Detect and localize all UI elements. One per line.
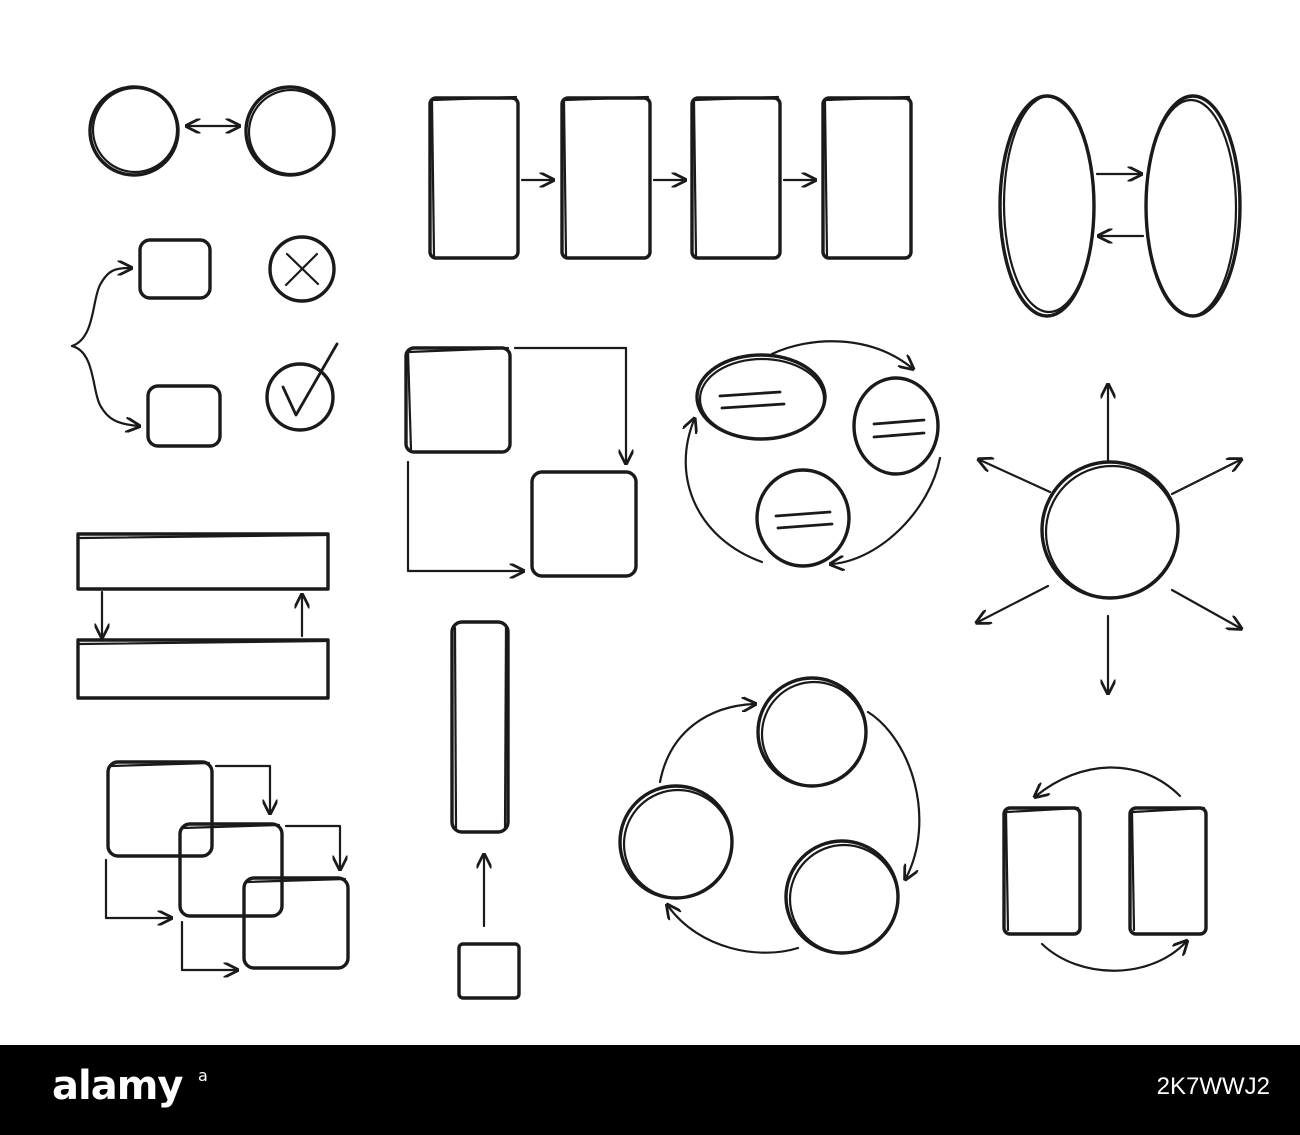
radial-circle-six-arrows: [978, 386, 1240, 692]
cross-mark-icon: [268, 235, 336, 303]
three-circle-cycle: [618, 676, 921, 955]
sketch-diagram-canvas: [70, 85, 1300, 1000]
square-to-square-flow: [404, 346, 638, 576]
watermark-bar: alamy a 2K7WWJ2: [0, 1045, 1300, 1135]
watermark-logo-mark: a: [198, 1066, 208, 1085]
three-ellipse-cycle: [686, 340, 942, 566]
two-boxes-swap: [1002, 766, 1208, 972]
watermark-logo: alamy: [52, 1063, 183, 1109]
watermark-image-id: 2K7WWJ2: [1156, 1073, 1270, 1100]
branch-to-two-boxes: [70, 238, 222, 448]
check-mark-icon: [265, 342, 339, 432]
four-rectangle-process: [428, 95, 913, 260]
two-bars-up-down: [76, 532, 330, 700]
exclamation-bar-arrow: [450, 620, 521, 1000]
two-circles-double-arrow: [88, 85, 336, 177]
overlapping-squares-flow: [104, 760, 350, 970]
two-ovals-exchange: [998, 94, 1242, 318]
